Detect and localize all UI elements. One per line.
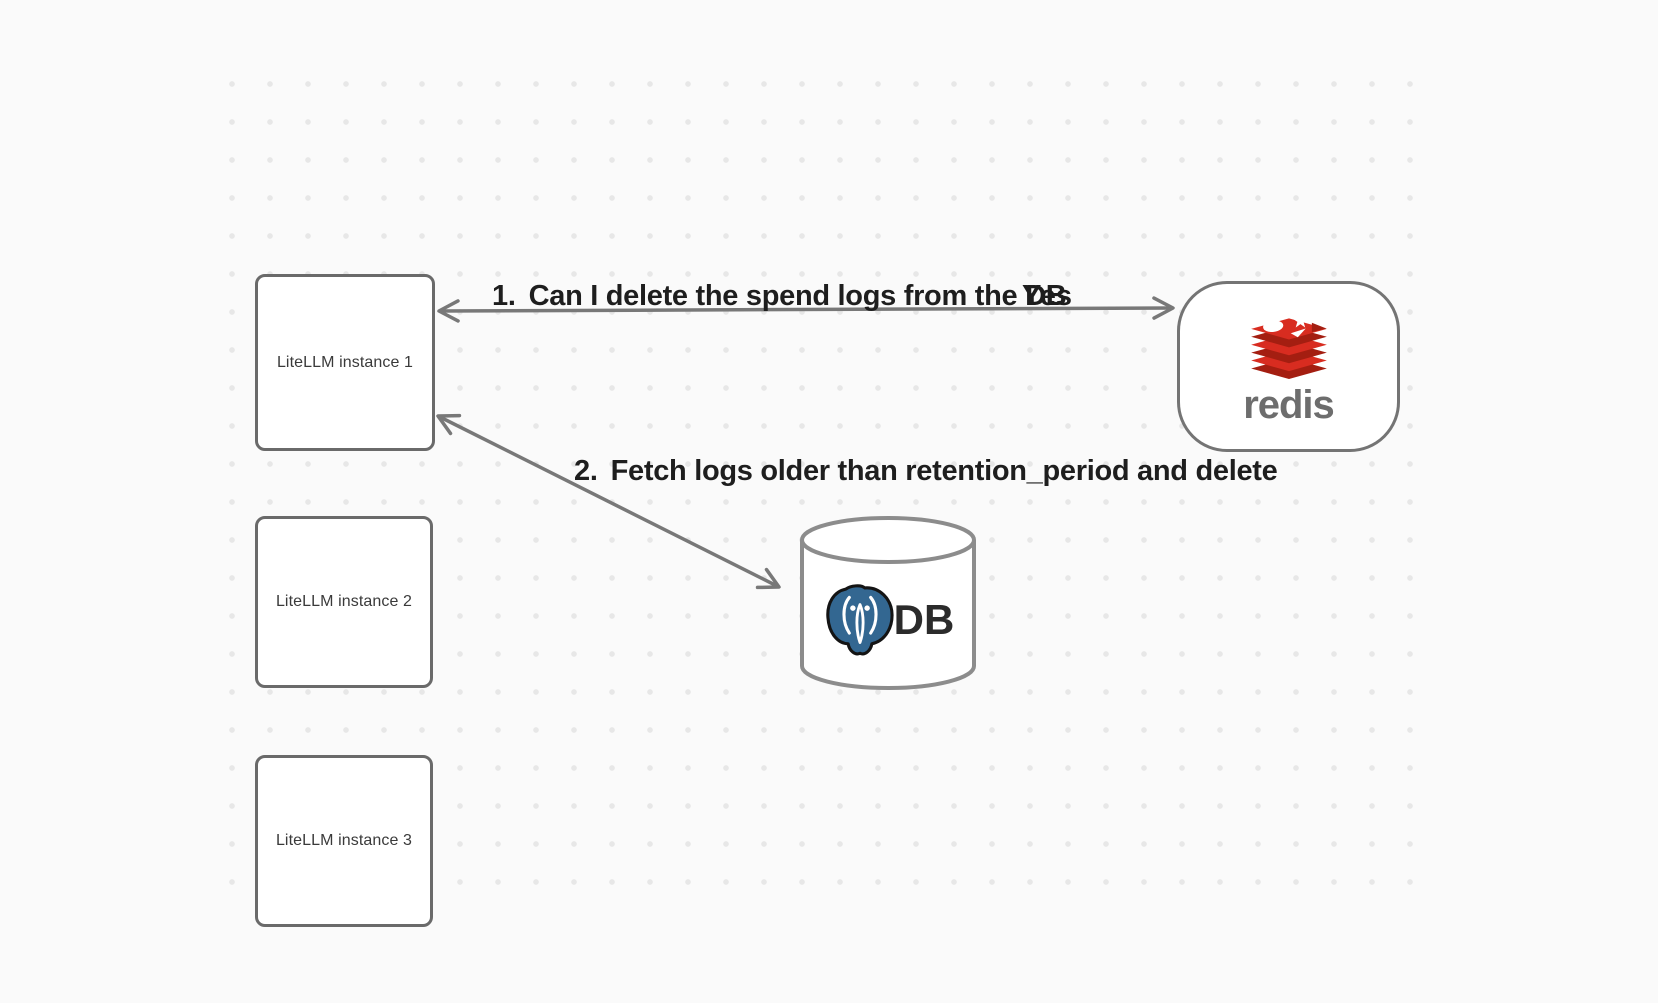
- node-label: LiteLLM instance 1: [276, 353, 414, 371]
- arrow-2-number: 2.: [574, 455, 598, 487]
- arrow-1-number: 1.: [492, 280, 516, 312]
- node-litellm-instance-1: LiteLLM instance 1: [255, 274, 435, 451]
- redis-logo-icon: [1250, 312, 1327, 379]
- postgresql-elephant-icon: [825, 584, 894, 656]
- node-litellm-instance-2: LiteLLM instance 2: [255, 516, 433, 688]
- node-label: LiteLLM instance 2: [275, 593, 413, 610]
- db-label: DB: [893, 596, 955, 643]
- node-label: LiteLLM instance 3: [275, 832, 413, 849]
- node-redis: redis: [1177, 281, 1400, 452]
- arrow-1-label: 1. Can I delete the spend logs from the …: [492, 280, 1067, 312]
- node-litellm-instance-3: LiteLLM instance 3: [255, 755, 433, 927]
- node-database: DB: [800, 578, 976, 662]
- arrow-2-text: Fetch logs older than retention_period a…: [610, 455, 1278, 487]
- arrow-1-text: Can I delete the spend logs from the DB: [528, 280, 1067, 312]
- arrow-2-label: 2. Fetch logs older than retention_perio…: [574, 455, 1278, 487]
- arrow-1-response: Yes: [1022, 280, 1072, 312]
- redis-wordmark: redis: [1243, 382, 1335, 427]
